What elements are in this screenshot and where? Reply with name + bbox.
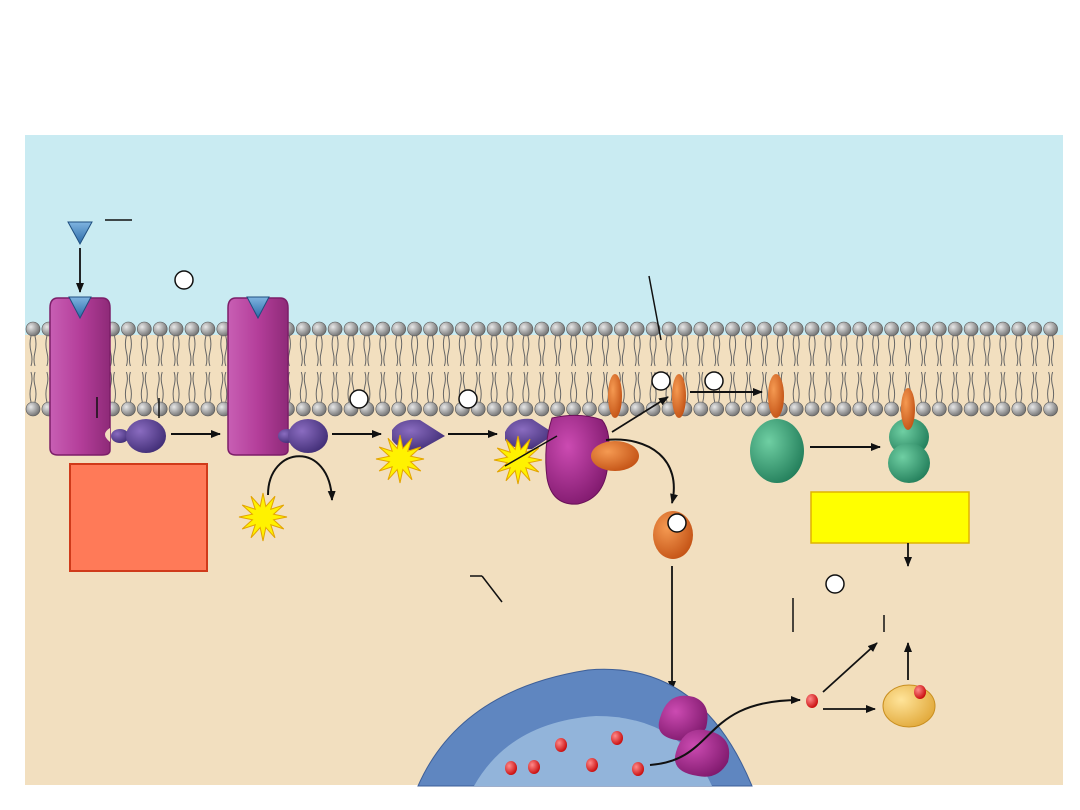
membrane-label-line (648, 275, 662, 341)
phospholipid (884, 321, 899, 417)
phospholipid (518, 321, 534, 417)
phospholipid (391, 321, 407, 417)
phospholipid (916, 321, 931, 417)
receptor-inactive (49, 297, 111, 456)
red-label-box (69, 463, 208, 572)
phospholipid (343, 321, 359, 417)
gdp-release-arrow (267, 455, 336, 501)
phospholipid (200, 321, 216, 417)
phospholipid (741, 321, 756, 417)
phospholipid (550, 321, 566, 417)
dag-release-arrow (611, 396, 669, 433)
calcium-ion-released (806, 694, 818, 708)
phospholipid (820, 321, 836, 417)
phospholipid (534, 321, 550, 417)
dag-2 (672, 374, 686, 418)
pkc-inactive (750, 419, 804, 483)
phospholipid (931, 321, 947, 417)
phospholipid (836, 321, 852, 417)
phospholipid (423, 321, 438, 417)
phospholipid (995, 321, 1011, 417)
phospholipid (1011, 321, 1027, 417)
g-protein-inactive (111, 419, 166, 453)
g-protein-gtp-bound (392, 419, 445, 451)
receptor-active (227, 297, 289, 456)
dag-on-pkc-active (901, 388, 915, 430)
calcium-ion (505, 761, 517, 775)
pip2-substrate (591, 441, 639, 471)
gdp-burst (238, 492, 288, 542)
calcium-ion (586, 758, 598, 772)
phospholipid (137, 321, 152, 417)
phospholipid (168, 321, 184, 417)
gtp-burst-1 (375, 434, 425, 484)
phospholipid (25, 321, 41, 417)
phospholipid (295, 321, 311, 417)
gtp-burst-2 (493, 435, 543, 485)
ip3-release-arrow (605, 438, 678, 504)
phospholipid (979, 321, 995, 417)
phospholipase-c (545, 414, 610, 505)
calcium-ion (611, 731, 623, 745)
phospholipid (629, 321, 645, 417)
calcium-ion (528, 760, 540, 774)
calcium-ion (632, 762, 644, 776)
step-marker-3 (458, 389, 478, 409)
calcium-ion (555, 738, 567, 752)
phospholipid (804, 321, 820, 417)
pkc-active-bottom (888, 443, 930, 483)
phospholipid (693, 321, 709, 417)
phospholipid (868, 321, 884, 417)
phospholipid (502, 321, 518, 417)
phospholipid (152, 321, 168, 417)
phospholipid (439, 321, 454, 417)
phospholipid (645, 321, 661, 417)
gtp-energy-bursts (238, 434, 543, 542)
plc-label-line (504, 435, 558, 467)
step-marker-4 (651, 371, 671, 391)
ligand-bound-1 (68, 296, 92, 320)
phospholipid (407, 321, 422, 417)
step-marker-6 (667, 513, 687, 533)
label-line-cytoplasm-2 (481, 575, 503, 603)
dag-1 (608, 374, 622, 418)
step-marker-5 (704, 371, 724, 391)
phospholipid (1043, 321, 1058, 417)
step-marker-7 (825, 574, 845, 594)
phospholipid (311, 321, 327, 417)
calcium-release-arrow (649, 696, 801, 766)
phospholipid (121, 321, 136, 417)
phospholipid (375, 321, 391, 417)
phospholipid (327, 321, 343, 417)
phospholipid (947, 321, 963, 417)
ip3-gated-calcium-channel (658, 695, 730, 777)
step-marker-1 (174, 270, 194, 290)
phospholipid (725, 321, 740, 417)
phospholipid (852, 321, 868, 417)
g-protein-binding (278, 419, 328, 453)
step-marker-2 (349, 389, 369, 409)
phospholipid (598, 321, 613, 417)
dag-on-pkc (768, 374, 784, 418)
signal-ligand-free (67, 221, 93, 246)
phospholipid (486, 321, 502, 417)
calcium-on-calmodulin (914, 685, 926, 699)
phospholipid (788, 321, 804, 417)
phospholipid (1027, 321, 1042, 417)
phospholipid (184, 321, 200, 417)
phospholipid (582, 321, 597, 417)
receptor-notch-1 (105, 428, 110, 442)
ligand-bound-2 (246, 296, 270, 320)
yellow-label-box (810, 491, 970, 544)
phospholipid (963, 321, 979, 417)
calmodulin (882, 684, 936, 728)
extracellular-space (25, 135, 1063, 335)
calcium-ions-stored (505, 731, 644, 776)
calcium-activates-arrow (822, 642, 878, 693)
